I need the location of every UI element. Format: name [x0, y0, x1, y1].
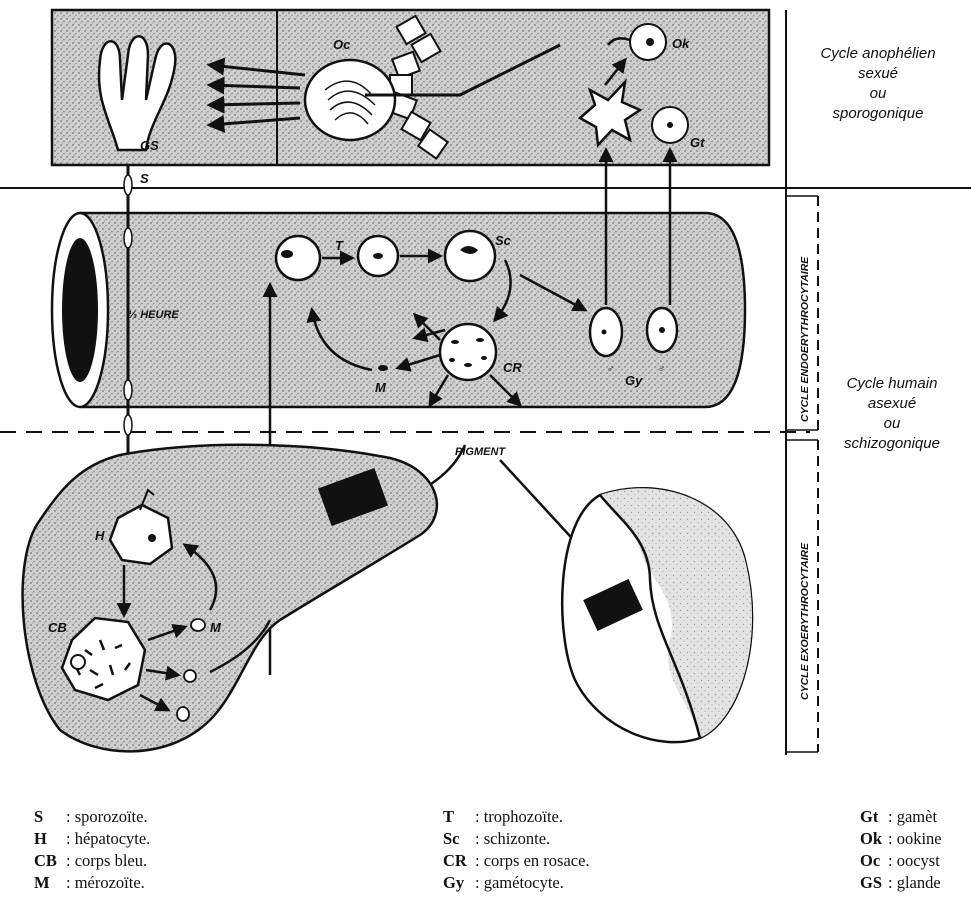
label-s: S — [140, 171, 149, 186]
legend-item: T: trophozoïte. — [443, 806, 590, 828]
label-exo: CYCLE EXOERYTHROCYTAIRE — [799, 542, 811, 700]
spleen-organ — [562, 488, 752, 742]
legend-item: GS: glande — [860, 872, 942, 894]
legend-item: H: hépatocyte. — [34, 828, 150, 850]
legend-item: Oc: oocyst — [860, 850, 942, 872]
legend-column-1: S: sporozoïte. H: hépatocyte. CB: corps … — [34, 806, 150, 894]
label-female-symbol: ♂ — [657, 364, 665, 375]
label-male-symbol: ♂ — [606, 364, 614, 375]
svg-text:Cycle anophélien: Cycle anophélien — [820, 45, 935, 62]
svg-text:sexué: sexué — [858, 65, 898, 82]
svg-text:ou: ou — [884, 415, 901, 432]
label-t: T — [335, 238, 344, 253]
legend-column-3: Gt: gamèt Ok: ookine Oc: oocyst GS: glan… — [860, 806, 942, 894]
liver — [23, 445, 437, 752]
label-ok: Ok — [672, 36, 690, 51]
merozoite-entry-cell — [276, 236, 320, 280]
cycle-anophelien-text: Cycle anophélien sexué ou sporogonique — [820, 45, 935, 122]
svg-text:ou: ou — [870, 85, 887, 102]
legend-item: Gt: gamèt — [860, 806, 942, 828]
label-cr: CR — [503, 360, 522, 375]
cycle-humain-text: Cycle humain asexué ou schizogonique — [844, 375, 940, 452]
label-m-liver: M — [210, 620, 222, 635]
label-gt: Gt — [690, 135, 705, 150]
legend-item: Gy: gamétocyte. — [443, 872, 590, 894]
label-oc: Oc — [333, 37, 351, 52]
endo-bracket: CYCLE ENDOERYTHROCYTAIRE — [786, 196, 818, 430]
legend-item: Sc: schizonte. — [443, 828, 590, 850]
label-gs: GS — [140, 138, 159, 153]
legend-item: M: mérozoïte. — [34, 872, 150, 894]
schizonte-cell — [445, 231, 495, 281]
legend-item: Ok: ookine — [860, 828, 942, 850]
label-gy: Gy — [625, 373, 643, 388]
label-m-blood: M — [375, 380, 387, 395]
legend-item: CR: corps en rosace. — [443, 850, 590, 872]
exo-bracket: CYCLE EXOERYTHROCYTAIRE — [786, 440, 818, 752]
rosace-cell — [440, 324, 496, 380]
label-sc: Sc — [495, 233, 512, 248]
label-cb: CB — [48, 620, 67, 635]
legend-column-2: T: trophozoïte. Sc: schizonte. CR: corps… — [443, 806, 590, 894]
svg-text:Cycle humain: Cycle humain — [847, 375, 938, 392]
legend-item: S: sporozoïte. — [34, 806, 150, 828]
svg-text:schizogonique: schizogonique — [844, 435, 940, 452]
svg-text:asexué: asexué — [868, 395, 916, 412]
oocyst — [305, 60, 395, 140]
label-h: H — [95, 528, 105, 543]
label-heure: ⅓ HEURE — [128, 309, 179, 321]
mosquito-panel — [52, 10, 769, 165]
label-endo: CYCLE ENDOERYTHROCYTAIRE — [799, 256, 811, 422]
legend-item: CB: corps bleu. — [34, 850, 150, 872]
svg-text:sporogonique: sporogonique — [833, 105, 924, 122]
